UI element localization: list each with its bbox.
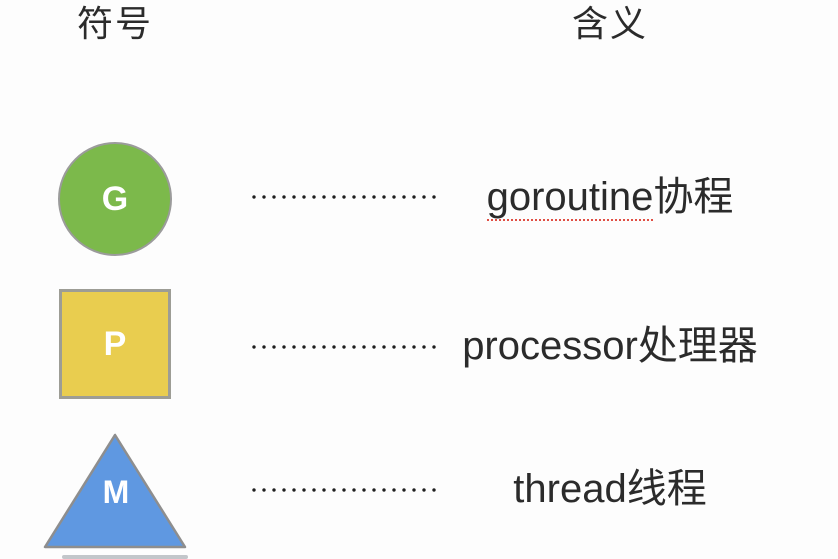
thread-triangle-polygon: [43, 433, 187, 549]
processor-term-cn: 处理器: [637, 324, 758, 368]
processor-letter: P: [103, 325, 127, 363]
dotted-connector-row3: [249, 487, 438, 493]
goroutine-letter: G: [101, 180, 129, 218]
column-header-symbol: 符号: [76, 3, 153, 44]
bottom-cutoff-element: [62, 555, 188, 559]
thread-letter: M: [103, 474, 130, 510]
goroutine-term: goroutine协程: [445, 173, 775, 221]
goroutine-circle-shape: G: [58, 142, 172, 256]
processor-term: processor处理器: [445, 322, 775, 370]
thread-term-cn: 线程: [626, 467, 707, 511]
dotted-connector-row1: [249, 194, 438, 200]
column-header-meaning: 含义: [571, 3, 648, 44]
processor-square-shape: P: [59, 289, 171, 399]
goroutine-term-cn: 协程: [653, 175, 734, 219]
dotted-connector-row2: [249, 344, 438, 350]
thread-term-latin: thread: [513, 467, 627, 511]
thread-term: thread线程: [445, 465, 775, 513]
processor-term-latin: processor: [462, 324, 638, 368]
goroutine-term-latin: goroutine: [486, 175, 654, 221]
thread-triangle-shape: M: [43, 433, 187, 549]
